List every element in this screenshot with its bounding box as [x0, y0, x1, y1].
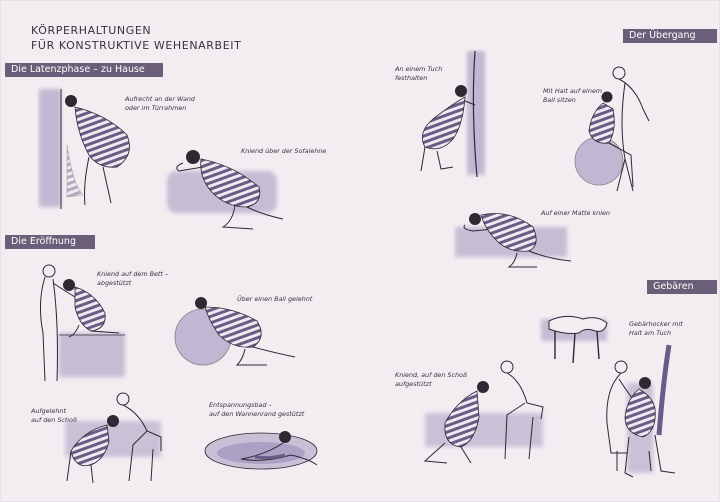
- illustration-cloth: [413, 49, 497, 179]
- illustration-sofa: [163, 141, 295, 233]
- pregnant-woman-illustration: [455, 213, 572, 268]
- illustration-wall: [37, 85, 137, 213]
- caption-stool: Gebärhocker mit Halt am Tuch: [629, 320, 683, 337]
- section-opening: Die Eröffnung: [5, 235, 95, 249]
- section-birth: Gebären: [647, 280, 717, 294]
- support-partner-illustration: [65, 392, 162, 484]
- support-partner-illustration: [606, 344, 676, 478]
- illustration-stool: [539, 311, 615, 367]
- caption-bath: Entspannungsbad – auf den Wannenrand ges…: [209, 401, 305, 418]
- caption-mat: Auf einer Matte knien: [541, 209, 610, 217]
- illustration-mat: [453, 201, 577, 271]
- caption-sofa: Kniend über der Sofalehne: [241, 147, 327, 155]
- illustration-ball-lean: [171, 291, 303, 369]
- birthing-stool-illustration: [541, 315, 608, 364]
- caption-cloth: An einem Tuch festhalten: [395, 65, 443, 82]
- section-latent-phase: Die Latenzphase – zu Hause: [5, 63, 163, 77]
- illustration-lap: [63, 391, 167, 487]
- caption-ball-lean: Über einen Ball gelehnt: [237, 295, 313, 303]
- birthing-ball-illustration: [174, 297, 296, 366]
- caption-lap: Aufgelehnt auf den Schoß: [31, 407, 77, 424]
- caption-bed: Kniend auf dem Bett – abgestützt: [97, 270, 169, 287]
- caption-lap-kneel: Kniend, auf den Schoß aufgestützt: [395, 371, 467, 388]
- title-line-2: FÜR KONSTRUKTIVE WEHENARBEIT: [31, 39, 242, 52]
- bathtub-illustration: [204, 431, 318, 470]
- illustration-bed: [35, 263, 131, 385]
- pregnant-woman-illustration: [167, 150, 284, 230]
- support-partner-illustration: [574, 66, 650, 192]
- section-transition: Der Übergang: [623, 29, 717, 43]
- hanging-cloth-illustration: [420, 50, 485, 178]
- illustration-lap-kneel: [421, 357, 549, 467]
- pregnant-woman-illustration: [39, 89, 130, 209]
- support-partner-illustration: [423, 360, 544, 464]
- illustration-ball-sit: [573, 65, 657, 193]
- support-partner-illustration: [39, 264, 125, 382]
- caption-wall: Aufrecht an der Wand oder im Türrahmen: [125, 95, 195, 112]
- illustration-stool-birth: [599, 343, 681, 485]
- illustration-bath: [201, 425, 325, 477]
- title-line-1: KÖRPERHALTUNGEN: [31, 24, 152, 37]
- caption-ball-sit: Mit Halt auf einem Ball sitzen: [543, 87, 603, 104]
- poster-title: KÖRPERHALTUNGEN FÜR KONSTRUKTIVE WEHENAR…: [31, 23, 241, 53]
